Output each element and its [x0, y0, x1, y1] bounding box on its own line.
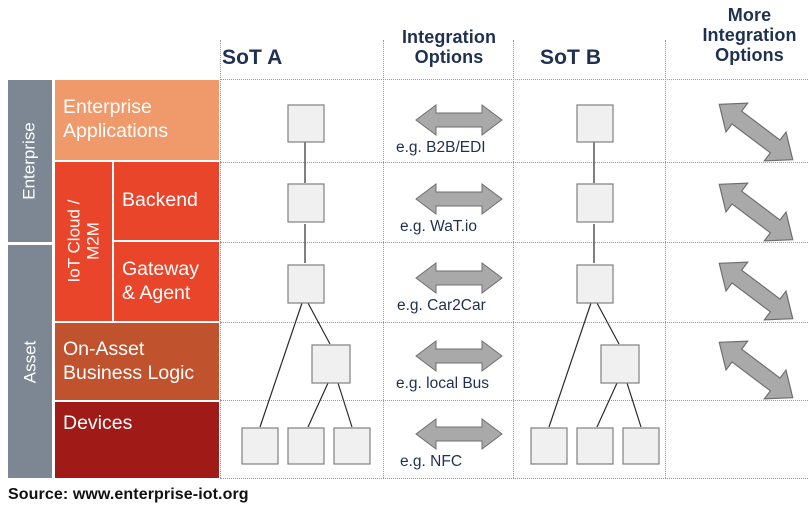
node-business-logic — [311, 344, 351, 384]
grid-line-h-r3 — [220, 322, 808, 323]
double-arrow-horizontal-icon — [415, 340, 503, 372]
node-device-3 — [333, 427, 371, 465]
layer-gateway-agent: Gateway & Agent — [114, 242, 219, 321]
double-arrow-diagonal-icon — [718, 102, 794, 162]
grid-line-v-sotb-left — [513, 40, 514, 478]
node-device-1 — [241, 427, 279, 465]
layer-backend-label: Backend — [122, 189, 198, 212]
layer-backend: Backend — [114, 162, 219, 240]
layer-iot-cloud-m2m: IoT Cloud / M2M — [55, 162, 112, 321]
double-arrow-diagonal-icon — [718, 340, 794, 400]
layer-gateway-agent-line2: & Agent — [122, 281, 191, 304]
column-header-more-line1: More — [727, 5, 772, 25]
layer-on-asset-business-logic: On-Asset Business Logic — [55, 323, 219, 400]
double-arrow-horizontal-icon — [415, 262, 503, 294]
grid-line-h-bottom — [220, 478, 808, 479]
integration-label-nfc: e.g. NFC — [400, 453, 463, 470]
layer-iot-cloud-m2m-line2: M2M — [83, 222, 103, 261]
grid-line-v-sota-left — [220, 40, 221, 478]
category-bar-enterprise: Enterprise — [8, 80, 52, 242]
grid-line-h-r2 — [220, 242, 808, 243]
edge-gateway-bl — [307, 302, 331, 345]
grid-line-v-more-left — [665, 40, 666, 478]
layer-on-asset-line2: Business Logic — [63, 361, 195, 384]
sot-b-tree — [530, 104, 660, 465]
column-header-sot-b: SoT B — [540, 46, 660, 70]
source-footer: Source: www.enterprise-iot.org — [8, 486, 249, 503]
grid-line-h-top — [220, 79, 808, 80]
edge-bl-dev2 — [596, 382, 618, 428]
edge-gateway-dev1 — [259, 302, 303, 428]
node-device-2 — [287, 427, 325, 465]
double-arrow-diagonal-icon — [718, 182, 794, 242]
double-arrow-diagonal-icon — [718, 261, 794, 321]
node-gateway — [287, 264, 325, 304]
node-enterprise-app — [576, 104, 614, 143]
double-arrow-horizontal-icon — [415, 418, 503, 450]
layer-gateway-agent-line1: Gateway — [122, 257, 199, 280]
node-device-2 — [576, 427, 614, 465]
layer-iot-cloud-m2m-text: IoT Cloud / M2M — [64, 200, 102, 283]
column-header-more-integration-options: More Integration Options — [688, 5, 811, 65]
edge-bl-dev3 — [626, 382, 642, 428]
layer-enterprise-applications-line2: Applications — [63, 120, 169, 142]
node-device-1 — [530, 427, 568, 465]
node-backend — [576, 183, 614, 223]
category-bar-asset: Asset — [8, 245, 52, 478]
column-header-integration-options: Integration Options — [384, 27, 514, 67]
node-device-3 — [622, 427, 660, 465]
integration-label-wat-io: e.g. WaT.io — [400, 218, 477, 235]
column-header-sot-b-label: SoT B — [540, 46, 602, 69]
node-backend — [287, 183, 325, 223]
layer-enterprise-applications: Enterprise Applications — [55, 80, 219, 160]
column-header-sot-a-label: SoT A — [222, 46, 283, 69]
edge-gateway-dev1 — [548, 302, 592, 428]
layer-devices-label: Devices — [63, 412, 133, 434]
node-gateway — [576, 264, 614, 304]
grid-line-v-int-left — [383, 40, 384, 478]
category-bar-enterprise-label: Enterprise — [20, 122, 40, 200]
layer-iot-cloud-m2m-line1: IoT Cloud / — [64, 200, 84, 283]
edge-bl-dev3 — [337, 382, 353, 428]
grid-line-h-r4 — [220, 400, 808, 401]
edge-bl-dev2 — [307, 382, 329, 428]
column-header-more-line3: Options — [715, 45, 784, 66]
integration-label-b2b-edi: e.g. B2B/EDI — [396, 139, 486, 156]
double-arrow-horizontal-icon — [415, 104, 503, 136]
category-bar-asset-label: Asset — [20, 340, 39, 383]
double-arrow-horizontal-icon — [415, 183, 503, 215]
sot-a-tree — [241, 104, 371, 465]
column-header-more-line2: Integration — [702, 25, 797, 46]
layer-devices: Devices — [55, 402, 219, 478]
column-header-integration-line2: Options — [414, 47, 484, 68]
column-header-integration-line1: Integration — [401, 27, 497, 47]
edge-gateway-bl — [596, 302, 620, 345]
integration-label-car2car: e.g. Car2Car — [397, 297, 486, 314]
node-business-logic — [600, 344, 640, 384]
integration-label-local-bus: e.g. local Bus — [396, 375, 490, 392]
layer-enterprise-applications-line1: Enterprise — [63, 96, 152, 119]
node-enterprise-app — [287, 104, 325, 143]
column-header-sot-a: SoT A — [222, 46, 342, 70]
layer-on-asset-line1: On-Asset — [63, 337, 145, 360]
grid-line-h-r1 — [220, 162, 808, 163]
